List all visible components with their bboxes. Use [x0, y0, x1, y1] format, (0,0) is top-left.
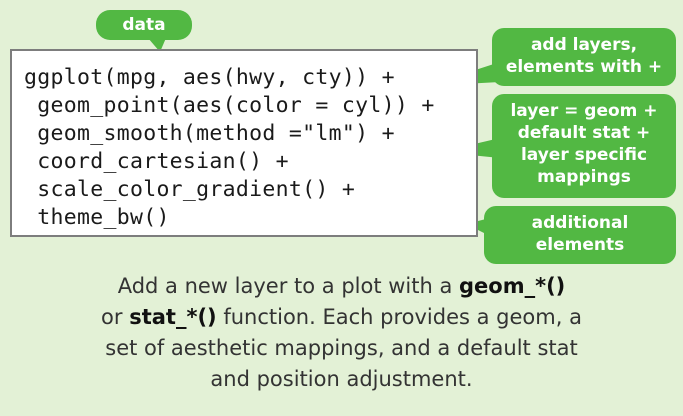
- data-bubble-tail: [148, 38, 166, 52]
- layer-geom-bubble: layer = geom + default stat + layer spec…: [492, 94, 676, 198]
- caption-part-2: or: [101, 305, 130, 329]
- caption-part-1: Add a new layer to a plot with a: [117, 274, 460, 298]
- caption-line-1: Add a new layer to a plot with a geom_*(…: [40, 271, 643, 302]
- code-block: ggplot(mpg, aes(hwy, cty)) + geom_point(…: [10, 49, 478, 237]
- data-label-bubble: data: [96, 10, 192, 40]
- caption-text: Add a new layer to a plot with a geom_*(…: [40, 271, 643, 395]
- caption-stat-function: stat_*(): [129, 305, 217, 329]
- code-line-1: ggplot(mpg, aes(hwy, cty)) +: [24, 65, 395, 90]
- caption-geom-function: geom_*(): [459, 274, 566, 298]
- layer-geom-line-2: default stat +: [517, 123, 651, 143]
- additional-line-2: elements: [535, 235, 625, 255]
- additional-elements-bubble: additional elements: [484, 206, 676, 264]
- caption-line-4: and position adjustment.: [210, 367, 473, 391]
- layer-geom-line-3: layer specific: [520, 145, 648, 165]
- caption-line-3: set of aesthetic mappings, and a default…: [105, 336, 578, 360]
- add-layers-bubble: add layers, elements with +: [492, 28, 676, 86]
- add-layers-line-1: add layers,: [530, 35, 638, 55]
- code-line-5: scale_color_gradient() +: [24, 177, 356, 202]
- code-line-2: geom_point(aes(color = cyl)) +: [24, 93, 435, 118]
- data-label-text: data: [122, 15, 166, 35]
- caption-line-2: or stat_*() function. Each provides a ge…: [40, 302, 643, 333]
- add-layers-line-2: elements with +: [505, 57, 663, 77]
- additional-line-1: additional: [531, 213, 629, 233]
- code-line-6: theme_bw(): [24, 205, 170, 230]
- layer-geom-line-4: mappings: [537, 167, 631, 187]
- code-line-3: geom_smooth(method ="lm") +: [24, 121, 395, 146]
- code-line-4: coord_cartesian() +: [24, 149, 289, 174]
- layer-geom-line-1: layer = geom +: [510, 101, 658, 121]
- caption-part-3: function. Each provides a geom, a: [216, 305, 582, 329]
